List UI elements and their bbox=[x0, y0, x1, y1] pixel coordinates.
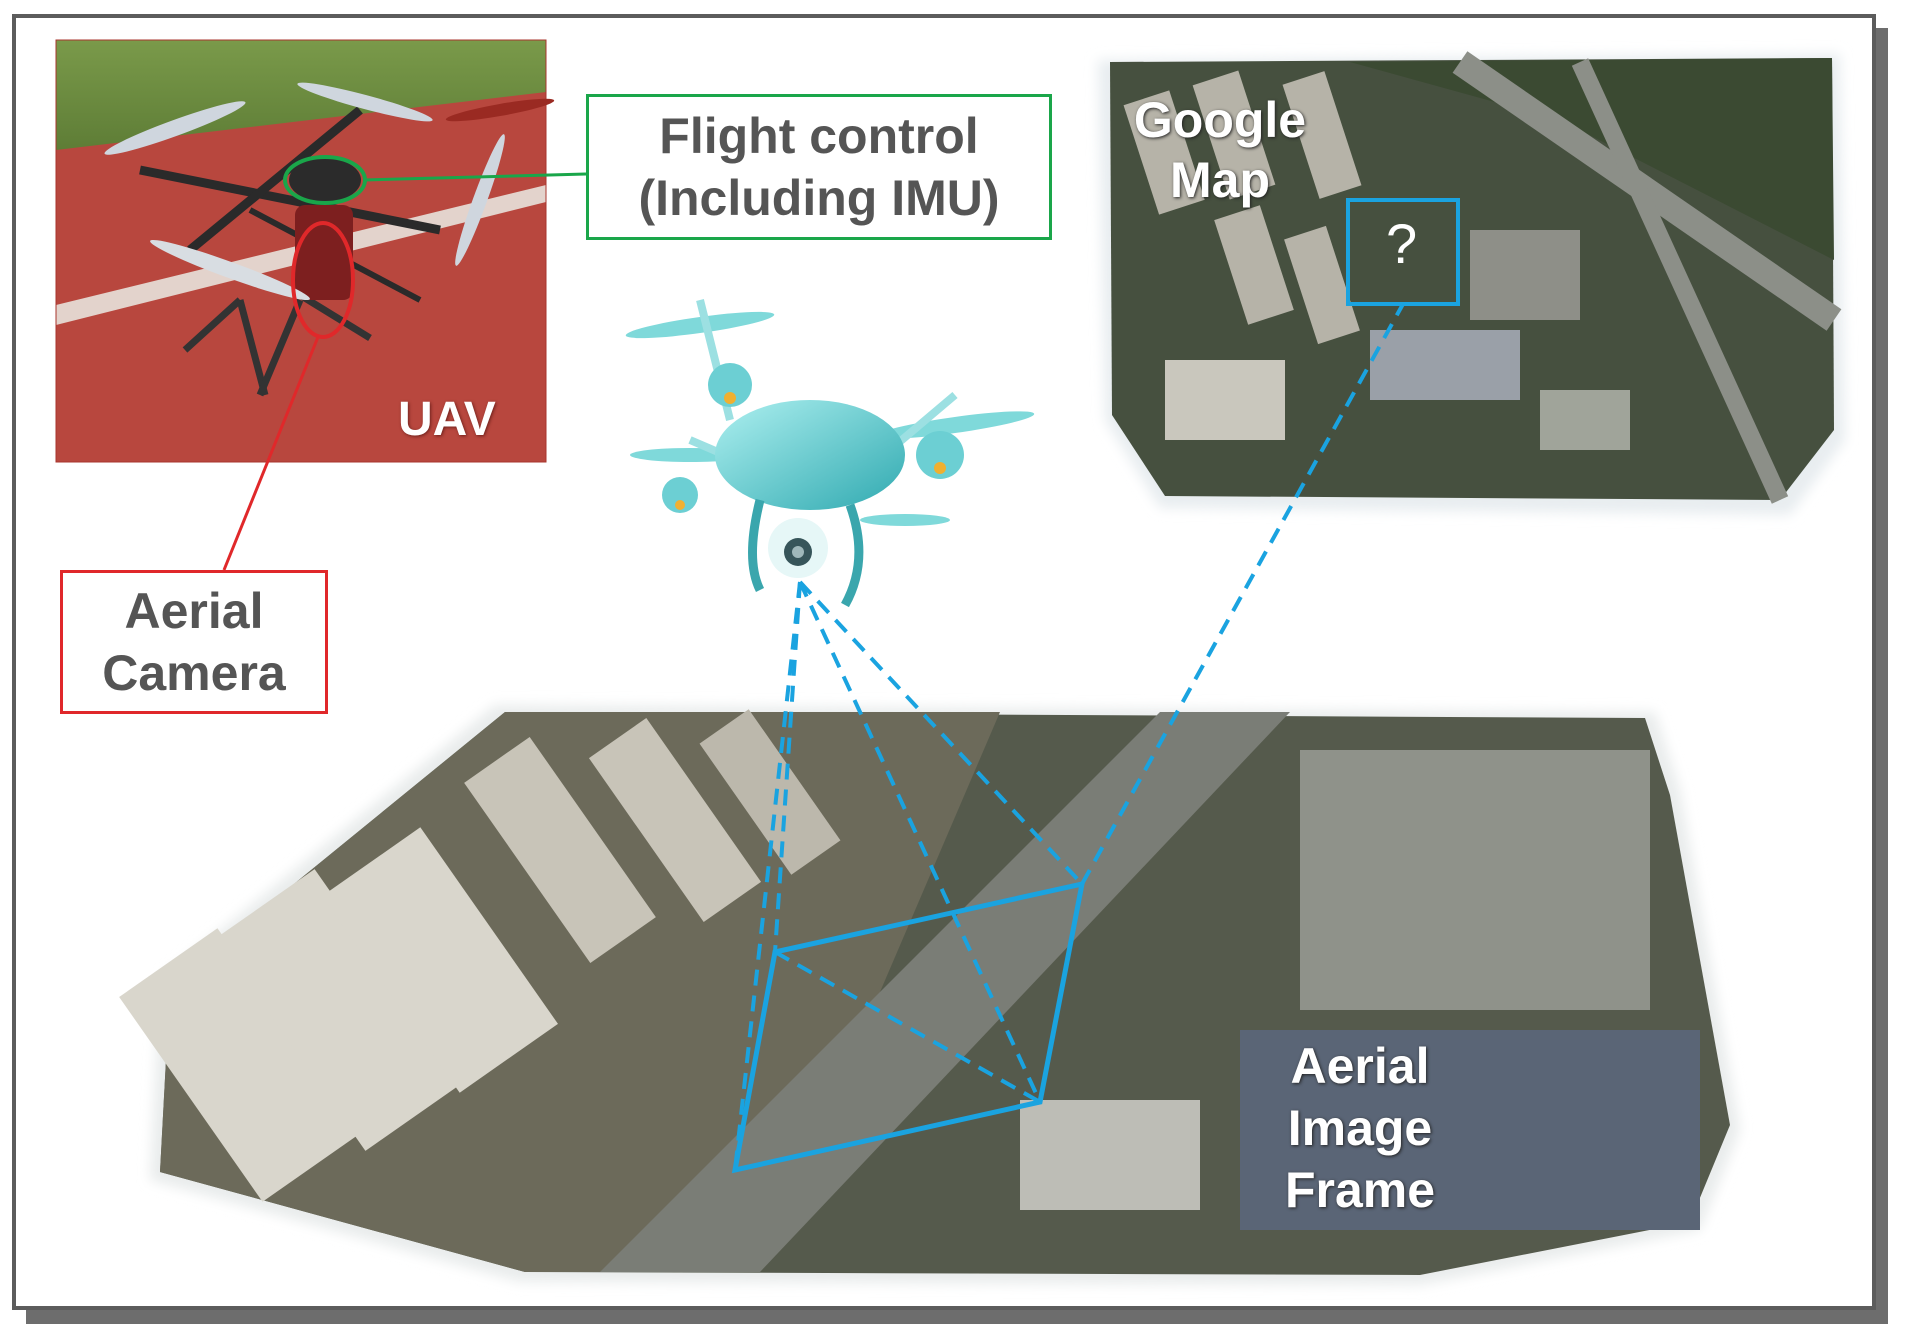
uav-photo bbox=[55, 39, 555, 463]
aerial-frame-line2: Image bbox=[1287, 1100, 1433, 1156]
aerial-frame-line3: Frame bbox=[1284, 1162, 1436, 1218]
google-map-line1: Google bbox=[1133, 92, 1307, 148]
aerial-frame-label: Aerial Image Frame bbox=[1260, 1035, 1460, 1221]
aerial-frame-line1: Aerial bbox=[1290, 1038, 1430, 1094]
google-map-line2: Map bbox=[1170, 152, 1270, 208]
flight-control-line1: Flight control bbox=[659, 108, 979, 164]
aerial-camera-label: Aerial Camera bbox=[102, 580, 285, 704]
question-mark: ? bbox=[1386, 212, 1418, 275]
google-map-label: Google Map bbox=[1120, 90, 1320, 210]
camera-connector bbox=[222, 336, 320, 571]
projection-rays bbox=[733, 303, 1405, 1171]
aerial-camera-line1: Aerial bbox=[124, 583, 264, 639]
aerial-camera-label-box: Aerial Camera bbox=[60, 570, 328, 714]
camera-marker bbox=[291, 221, 355, 339]
flight-control-label-box: Flight control (Including IMU) bbox=[586, 94, 1052, 240]
flight-control-line2: (Including IMU) bbox=[638, 170, 1000, 226]
google-map-image bbox=[1098, 51, 1845, 515]
flight-control-label: Flight control (Including IMU) bbox=[638, 105, 999, 229]
aerial-camera-line2: Camera bbox=[102, 645, 286, 701]
drone-illustration bbox=[625, 299, 1035, 608]
uav-label: UAV bbox=[398, 393, 496, 446]
flight-control-connector bbox=[363, 172, 587, 182]
aerial-image bbox=[119, 705, 1740, 1285]
